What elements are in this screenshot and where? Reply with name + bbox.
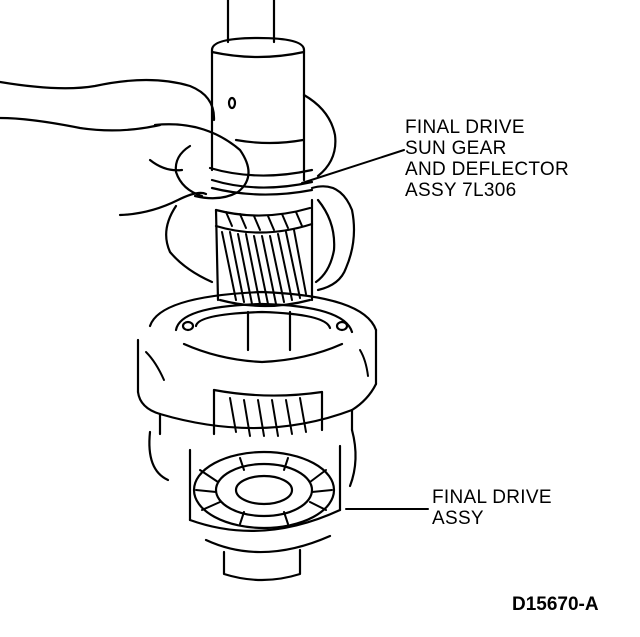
figure-id: D15670-A [512, 594, 599, 615]
label-final-drive: FINAL DRIVE ASSY [432, 487, 552, 529]
hand [0, 78, 356, 292]
label-line: ASSY 7L306 [405, 180, 517, 201]
leader-sun-gear [301, 149, 405, 184]
tool-shaft [210, 0, 306, 182]
label-line: AND DEFLECTOR [405, 159, 570, 180]
leader-lines [301, 149, 429, 510]
label-line: FINAL DRIVE [405, 117, 525, 138]
sun-gear [208, 166, 314, 308]
label-line: SUN GEAR [405, 138, 507, 159]
label-sun-gear: FINAL DRIVE SUN GEAR AND DEFLECTOR ASSY … [405, 117, 569, 201]
differential-gears [192, 450, 336, 582]
final-drive-housing [136, 290, 378, 554]
label-line: ASSY [432, 508, 484, 529]
label-line: FINAL DRIVE [432, 487, 552, 508]
